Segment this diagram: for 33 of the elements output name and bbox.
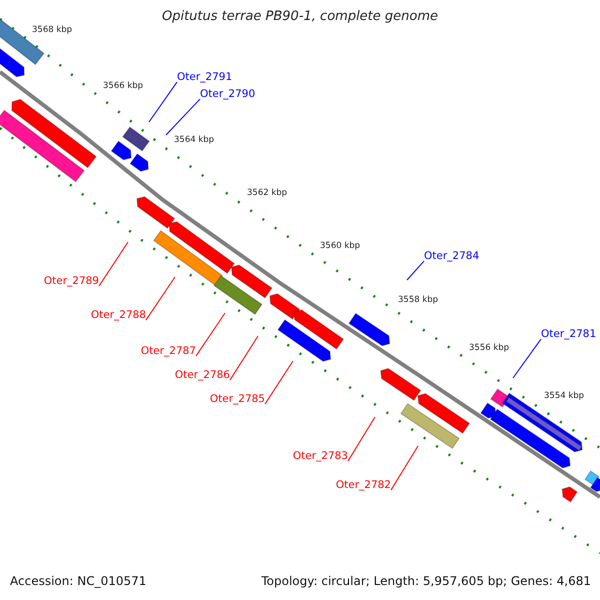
leader-line [390, 446, 418, 491]
footer-text: Topology: circular; Length: 5,957,605 bp; Genes: 4,681 [261, 575, 591, 589]
scale-label: 3560 kbp [320, 242, 360, 252]
gene-label: Oter_2791 [177, 71, 232, 84]
gene-label: Oter_2789 [44, 275, 99, 288]
leader-line [196, 312, 226, 357]
scale-label: 3562 kbp [247, 189, 288, 199]
leader-line [264, 360, 294, 405]
scale-label: 3568 kbp [32, 26, 72, 36]
gene-label: Oter_2782 [336, 479, 391, 492]
gene-label: Oter_2783 [292, 450, 348, 462]
leader-line [166, 98, 200, 136]
scale-label: 3566 kbp [103, 82, 144, 92]
gene-label: Oter_2786 [174, 369, 230, 382]
scale-label: 3554 kbp [544, 392, 584, 402]
leader-line [230, 336, 258, 381]
scale-label: 3556 kbp [469, 344, 510, 354]
gene-label: Oter_2785 [210, 393, 265, 406]
gene-label: Oter_2784 [424, 250, 480, 262]
leader-line [148, 82, 178, 122]
leader-line [146, 276, 176, 321]
gene-label: Oter_2781 [541, 328, 596, 340]
gene-label: Oter_2790 [200, 88, 256, 100]
leader-line [406, 260, 424, 280]
footer-text: Accession: NC_010571 [10, 575, 146, 589]
gene-label: Oter_2787 [140, 345, 196, 358]
scale-label: 3558 kbp [398, 296, 438, 306]
title: Opitutus terrae PB90-1, complete genome [162, 10, 438, 25]
gene-label: Oter_2788 [90, 309, 146, 322]
scale-label: 3564 kbp [174, 136, 214, 146]
leader-line [98, 242, 128, 287]
leader-line [512, 338, 542, 378]
leader-line [348, 416, 376, 462]
